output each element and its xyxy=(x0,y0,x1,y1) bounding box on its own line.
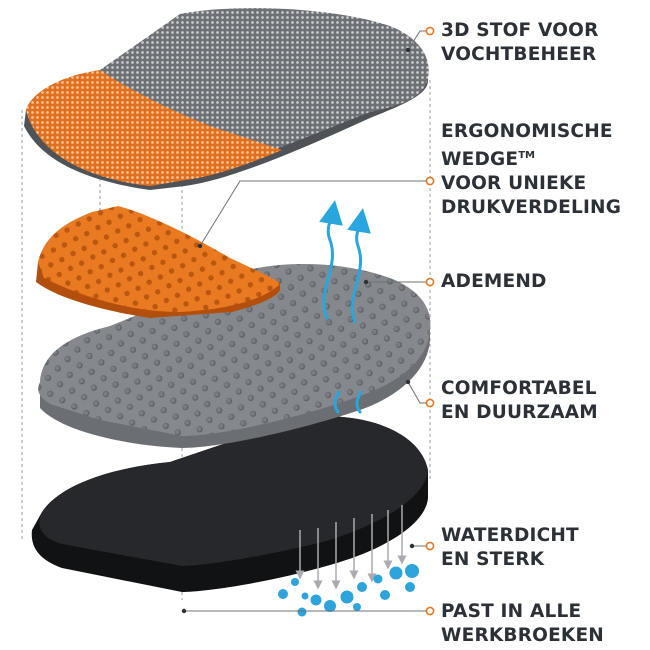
label-line: EN STERK xyxy=(441,549,545,570)
label-line: ADEMEND xyxy=(441,271,547,292)
callout-dots xyxy=(425,26,435,616)
label-line: EN DUURZAAM xyxy=(441,402,598,423)
label-line: PAST IN ALLE xyxy=(441,601,582,622)
black-base-layer xyxy=(31,416,429,592)
airflow-arrows-icon xyxy=(319,200,371,414)
label-line: ERGONOMISCHE xyxy=(441,121,613,142)
label-line: DRUKVERDELING xyxy=(441,197,622,218)
trademark-mark: TM xyxy=(518,150,536,161)
label-line: 3D STOF VOOR xyxy=(441,20,599,41)
label-waterdicht: WATERDICHT EN STERK xyxy=(441,524,646,572)
label-line: WATERDICHT xyxy=(441,525,579,546)
fabric-top-layer xyxy=(24,8,429,190)
label-ademend: ADEMEND xyxy=(441,270,646,294)
label-line: WERKBROEKEN xyxy=(441,625,604,646)
downward-arrows-icon xyxy=(295,505,407,590)
grey-foam-layer xyxy=(38,264,431,448)
orange-wedge xyxy=(36,206,280,318)
water-droplets-icon xyxy=(278,564,419,617)
label-3d-stof: 3D STOF VOOR VOCHTBEHEER xyxy=(441,19,646,67)
label-word: WEDGE xyxy=(441,149,519,170)
label-comfortabel: COMFORTABEL EN DUURZAAM xyxy=(441,377,646,425)
label-line: COMFORTABEL xyxy=(441,378,597,399)
callout-leaders xyxy=(184,30,426,612)
layer-anchor-dots xyxy=(181,47,415,614)
label-line: VOOR UNIEKE xyxy=(441,173,587,194)
label-line: VOCHTBEHEER xyxy=(441,44,597,65)
label-past-in-alle: PAST IN ALLE WERKBROEKEN xyxy=(441,600,646,648)
label-line: WEDGETM xyxy=(441,144,646,172)
label-ergonomische-wedge: ERGONOMISCHE WEDGETM VOOR UNIEKE DRUKVER… xyxy=(441,120,646,220)
